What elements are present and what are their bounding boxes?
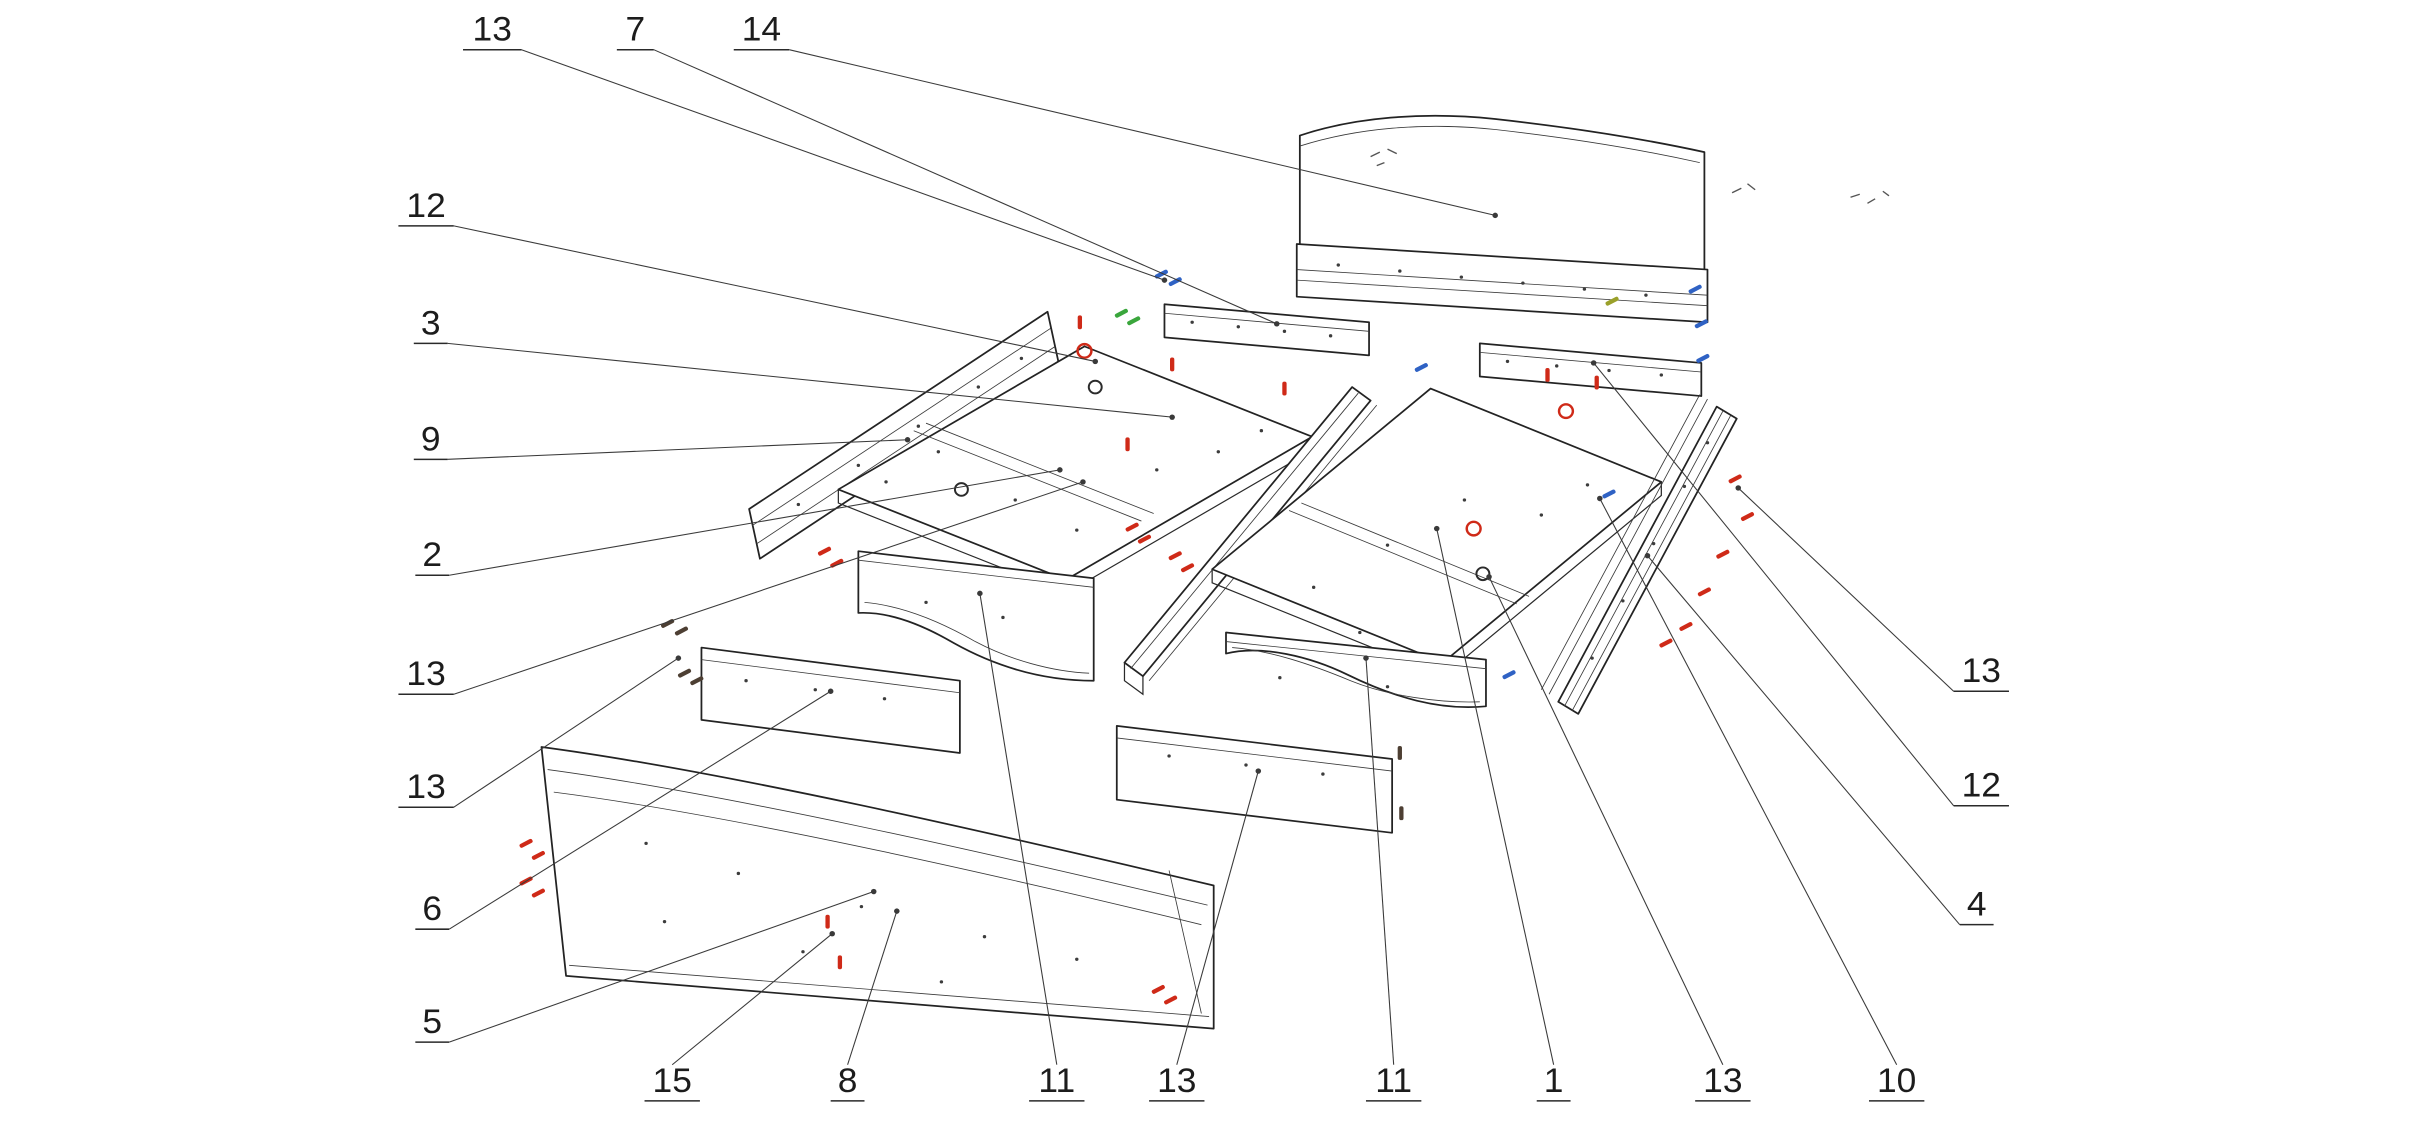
callout-13-bottom-a: 13 xyxy=(1157,1061,1196,1100)
callout-7: 7 xyxy=(625,10,645,49)
small-rail-right xyxy=(1115,725,1394,834)
callout-15: 15 xyxy=(653,1061,692,1100)
callout-1: 1 xyxy=(1544,1061,1564,1100)
right-top-rail xyxy=(1478,342,1703,397)
callout-4: 4 xyxy=(1967,885,1987,924)
callout-12-left: 12 xyxy=(406,186,445,225)
stray-marks xyxy=(1731,183,1890,204)
callout-13-left-a: 13 xyxy=(406,655,445,694)
middle-side-board xyxy=(1123,386,1378,696)
callouts: 13 7 14 12 3 9 2 13 13 6 5 15 8 11 13 11… xyxy=(398,10,2009,1102)
callout-5: 5 xyxy=(422,1002,442,1041)
leader-lines xyxy=(447,49,1961,1066)
callout-12-right: 12 xyxy=(1962,766,2001,805)
callout-11-left: 11 xyxy=(1038,1061,1075,1100)
callout-6: 6 xyxy=(422,889,442,928)
right-drawer-front xyxy=(1225,631,1487,709)
callout-2: 2 xyxy=(422,536,442,575)
small-rail-left xyxy=(700,646,961,754)
callout-14: 14 xyxy=(742,10,781,49)
left-top-rail xyxy=(1163,303,1370,357)
callout-9: 9 xyxy=(421,420,441,459)
callout-13-bottom-b: 13 xyxy=(1703,1061,1742,1100)
callout-8: 8 xyxy=(838,1061,858,1100)
callout-3: 3 xyxy=(421,304,441,343)
right-base-panel xyxy=(1211,387,1663,677)
headboard-panel xyxy=(1298,114,1706,272)
footboard-panel xyxy=(540,746,1215,1030)
left-drawer-front xyxy=(857,550,1095,682)
green-fasteners xyxy=(1114,308,1141,326)
callout-13-right: 13 xyxy=(1962,652,2001,691)
callout-11-right: 11 xyxy=(1375,1061,1412,1100)
callout-13-left-b: 13 xyxy=(406,767,445,806)
callout-10: 10 xyxy=(1877,1061,1916,1100)
cam-lock-rings xyxy=(953,342,1575,582)
callout-13-top: 13 xyxy=(473,10,512,49)
